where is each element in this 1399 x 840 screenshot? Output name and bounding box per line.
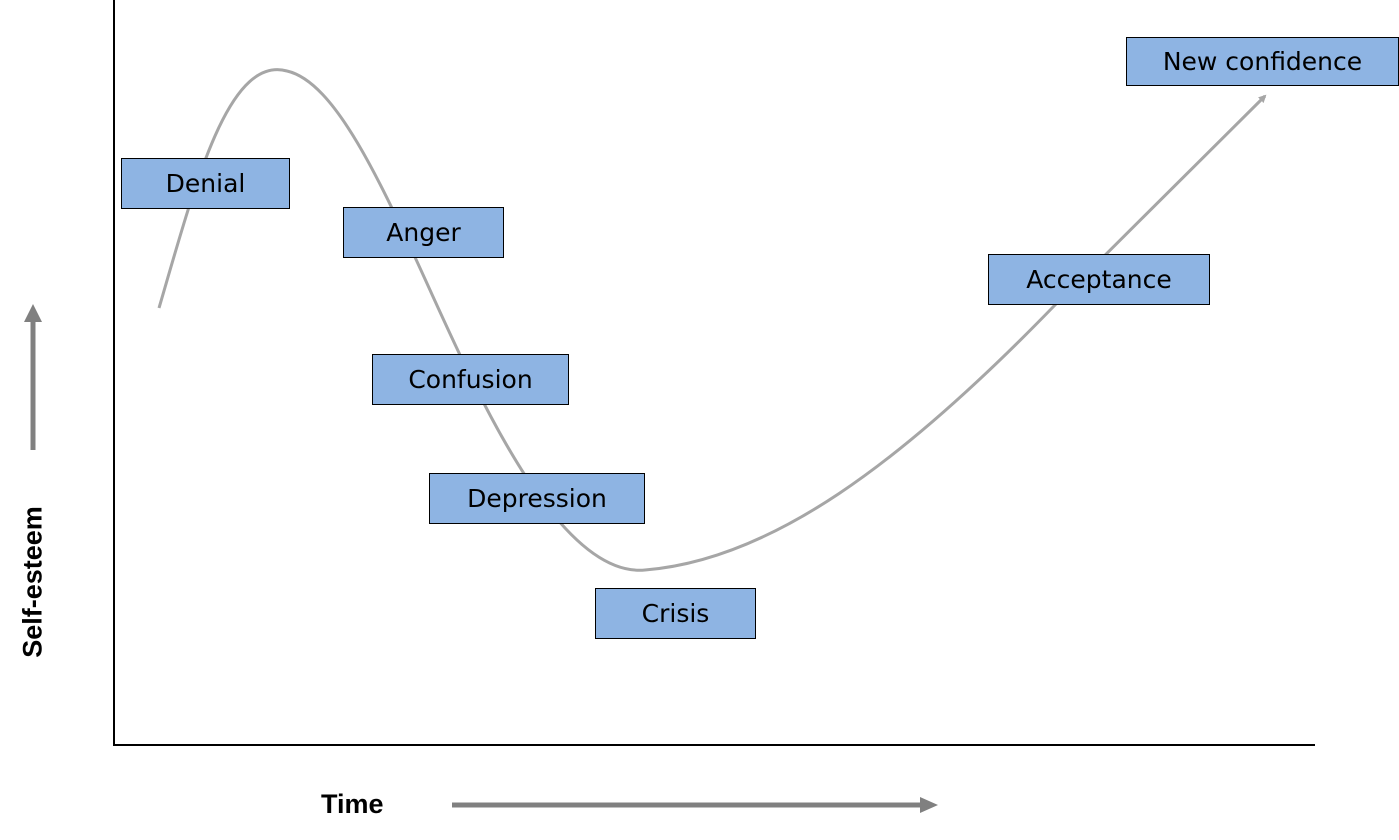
stage-depression: Depression	[429, 473, 645, 524]
self-esteem-curve	[157, 68, 1267, 572]
stage-acceptance: Acceptance	[988, 254, 1210, 305]
y-direction-arrow	[24, 304, 42, 450]
stage-denial: Denial	[121, 158, 290, 209]
stage-anger: Anger	[343, 207, 504, 258]
stage-new-confidence: New confidence	[1126, 37, 1399, 86]
x-axis-label: Time	[321, 789, 384, 819]
x-direction-arrow	[452, 797, 938, 813]
y-axis-label: Self-esteem	[17, 506, 48, 658]
stage-confusion: Confusion	[372, 354, 569, 405]
stage-crisis: Crisis	[595, 588, 756, 639]
